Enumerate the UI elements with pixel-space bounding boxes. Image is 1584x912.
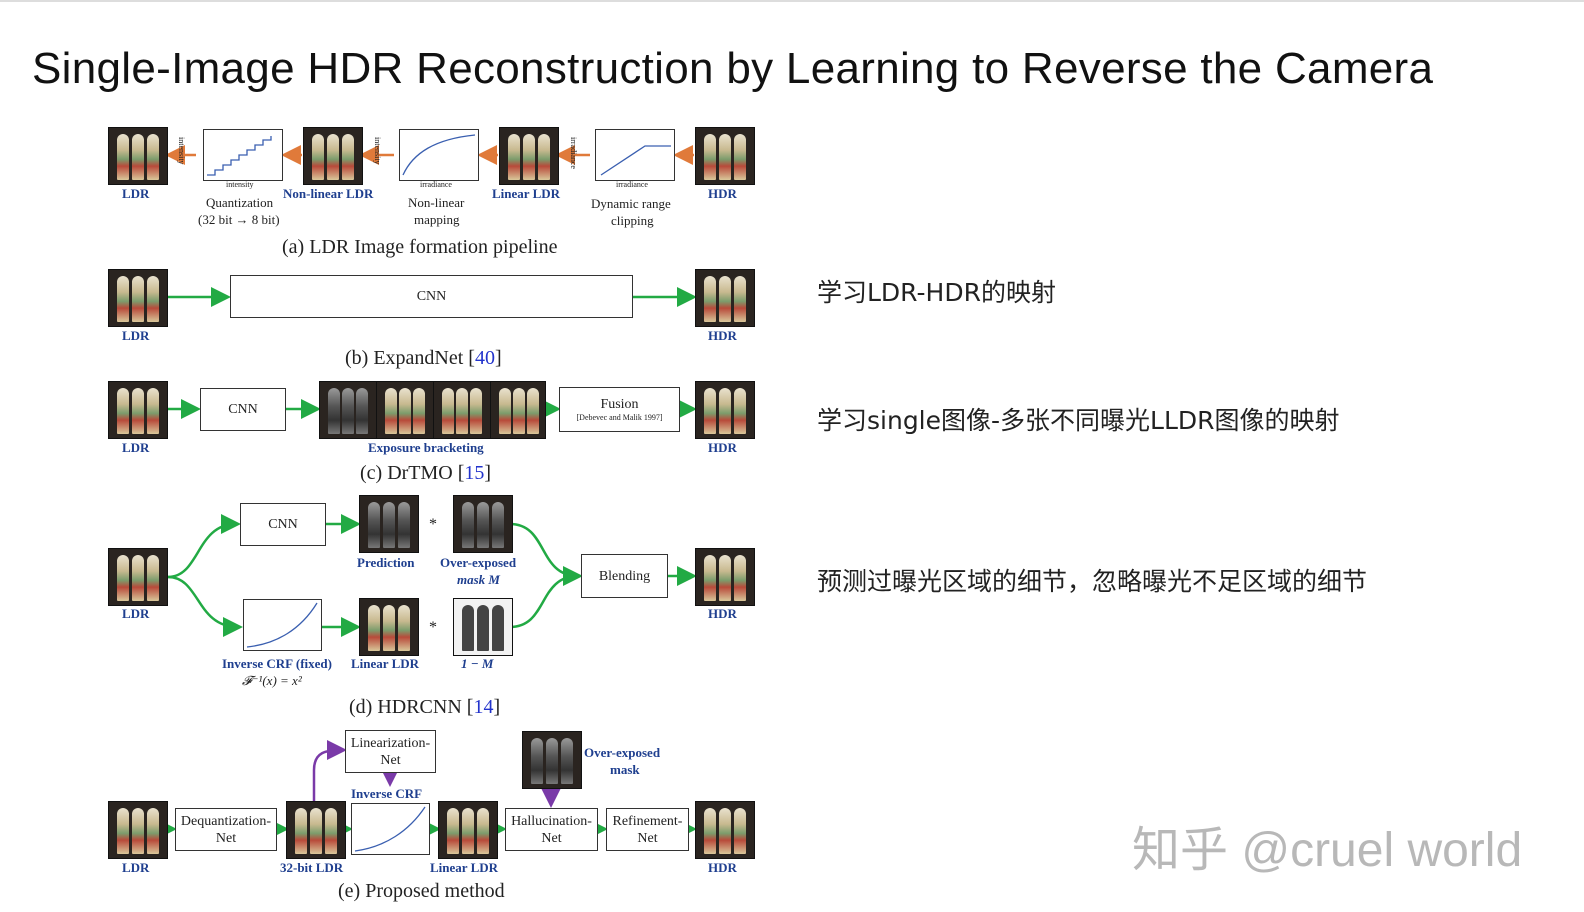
- axis-irradiance-label: irradiance: [420, 180, 452, 189]
- ldr-image: [108, 381, 168, 439]
- prediction-image: [359, 495, 419, 553]
- axis-irradiance-label: irradiance: [569, 137, 578, 169]
- caption-e: (e) Proposed method: [338, 880, 505, 902]
- hdr-label: HDR: [708, 328, 737, 343]
- bit32-ldr-image: [286, 801, 346, 859]
- hdr-image: [695, 548, 755, 606]
- ldr-label: LDR: [122, 186, 150, 201]
- hdr-image: [695, 269, 755, 327]
- exposure-image: [490, 381, 546, 439]
- linear-ldr-image: [438, 801, 498, 859]
- note-hdrcnn: 预测过曝光区域的细节，忽略曝光不足区域的细节: [817, 567, 1368, 596]
- ldr-image: [108, 548, 168, 606]
- inverse-crf-plot: [351, 803, 430, 855]
- quantization-bits-label: (32 bit → 8 bit): [198, 212, 280, 227]
- ldr-label: LDR: [122, 328, 150, 343]
- blending-box: Blending: [581, 554, 668, 598]
- nonlinear-mapping-label: Non-linear: [408, 195, 465, 210]
- exposure-image: [433, 381, 491, 439]
- hallucination-net-box: Hallucination-Net: [505, 808, 598, 851]
- note-drtmo: 学习single图像-多张不同曝光LLDR图像的映射: [817, 406, 1340, 435]
- nonlinear-mapping-label: mapping: [414, 212, 460, 227]
- fusion-box: Fusion [Debevec and Malik 1997]: [559, 387, 680, 432]
- hdr-image: [695, 381, 755, 439]
- exposure-image: [376, 381, 434, 439]
- refinement-net-box: Refinement-Net: [606, 808, 689, 851]
- quantization-curve-plot: [203, 129, 283, 181]
- inverse-crf-formula: 𝓕⁻¹(x) = x²: [242, 673, 302, 688]
- caption-b: (b) ExpandNet [40]: [345, 347, 502, 369]
- mask-label: mask: [610, 762, 640, 777]
- mask-m-label: mask M: [457, 572, 500, 587]
- linearization-net-box: Linearization-Net: [345, 730, 436, 773]
- linear-ldr-image: [359, 598, 419, 656]
- ref-link[interactable]: 15: [464, 462, 485, 484]
- over-exposed-mask-image: [522, 731, 582, 789]
- multiply-symbol: *: [429, 619, 437, 636]
- dynamic-range-label: clipping: [611, 213, 654, 228]
- over-exposed-mask-image: [453, 495, 513, 553]
- ldr-label: LDR: [122, 606, 150, 621]
- one-minus-m-label: 1 − M: [461, 656, 494, 671]
- hdr-label: HDR: [708, 440, 737, 455]
- bit32-ldr-label: 32-bit LDR: [280, 860, 344, 875]
- nonlinear-mapping-plot: [399, 129, 479, 181]
- inverse-crf-label: Inverse CRF: [351, 786, 423, 801]
- note-expandnet: 学习LDR-HDR的映射: [817, 278, 1056, 307]
- ref-link[interactable]: 14: [473, 696, 494, 718]
- inverse-crf-fixed-label: Inverse CRF (fixed): [222, 656, 332, 671]
- hdr-image: [695, 127, 755, 185]
- over-exposed-label: Over-exposed: [584, 745, 661, 760]
- axis-irradiance-label: irradiance: [616, 180, 648, 189]
- inverse-crf-plot: [243, 599, 322, 651]
- ldr-label: LDR: [122, 860, 150, 875]
- fusion-label: Fusion: [600, 397, 639, 412]
- caption-c: (c) DrTMO [15]: [360, 462, 492, 484]
- axis-intensity-label: intensity: [177, 137, 186, 165]
- axis-intensity-label: intensity: [226, 180, 254, 189]
- caption-d: (d) HDRCNN [14]: [349, 696, 501, 718]
- axis-intensity-label: intensity: [373, 137, 382, 165]
- caption-a: (a) LDR Image formation pipeline: [282, 236, 558, 258]
- nonlinear-ldr-image: [303, 127, 363, 185]
- exposure-bracketing-label: Exposure bracketing: [368, 440, 484, 455]
- cnn-box: CNN: [230, 275, 633, 318]
- dequantization-net-box: Dequantization-Net: [175, 808, 277, 851]
- linear-ldr-label: Linear LDR: [430, 860, 499, 875]
- over-exposed-label: Over-exposed: [440, 555, 517, 570]
- dynamic-range-label: Dynamic range: [591, 196, 671, 211]
- top-border: [0, 0, 1584, 2]
- prediction-label: Prediction: [357, 555, 415, 570]
- ref-link[interactable]: 40: [474, 347, 495, 369]
- ldr-image: [108, 127, 168, 185]
- nonlinear-ldr-label: Non-linear LDR: [283, 186, 374, 201]
- quantization-label: Quantization: [206, 195, 274, 210]
- slide-title: Single-Image HDR Reconstruction by Learn…: [32, 44, 1434, 93]
- hdr-label: HDR: [708, 186, 737, 201]
- inverse-mask-image: [453, 598, 513, 656]
- dynamic-range-plot: [595, 129, 675, 181]
- exposure-image: [319, 381, 377, 439]
- hdr-label: HDR: [708, 860, 737, 875]
- hdr-image: [695, 801, 755, 859]
- cnn-box: CNN: [200, 388, 286, 431]
- ldr-image: [108, 269, 168, 327]
- linear-ldr-label: Linear LDR: [351, 656, 420, 671]
- cnn-box: CNN: [240, 503, 326, 546]
- hdr-label: HDR: [708, 606, 737, 621]
- linear-ldr-label: Linear LDR: [492, 186, 561, 201]
- ldr-image: [108, 801, 168, 859]
- fusion-ref: [Debevec and Malik 1997]: [576, 413, 663, 422]
- multiply-symbol: *: [429, 516, 437, 533]
- watermark: 知乎 @cruel world: [1132, 824, 1523, 877]
- ldr-label: LDR: [122, 440, 150, 455]
- linear-ldr-image: [499, 127, 559, 185]
